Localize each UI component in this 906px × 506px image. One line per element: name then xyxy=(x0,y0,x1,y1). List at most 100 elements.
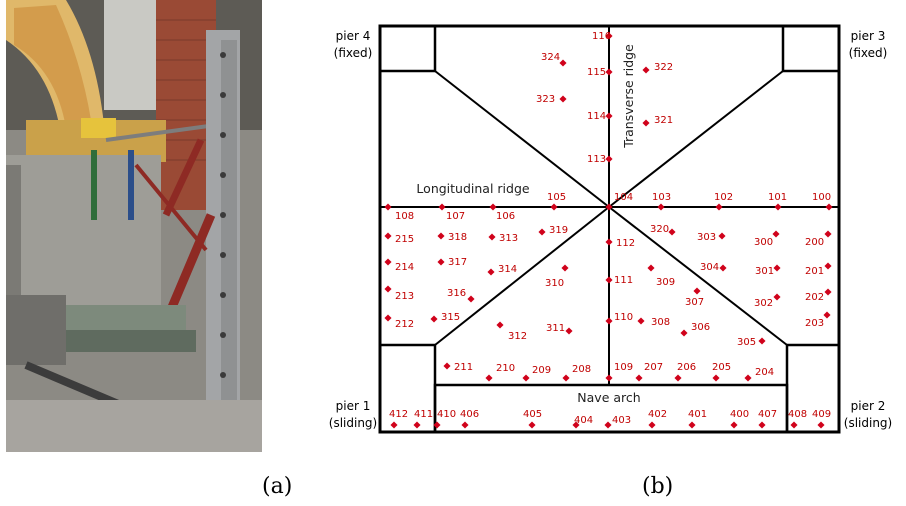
sensor-marker-412 xyxy=(390,421,398,429)
sensor-label-100: 100 xyxy=(812,192,831,203)
sensor-marker-405 xyxy=(528,421,536,429)
sensor-label-212: 212 xyxy=(395,319,414,330)
sensor-label-304: 304 xyxy=(700,262,719,273)
sensor-label-308: 308 xyxy=(651,317,670,328)
sensor-marker-104 xyxy=(605,203,613,211)
sensor-label-207: 207 xyxy=(644,362,663,373)
sensor-marker-306 xyxy=(680,329,688,337)
sensor-marker-107 xyxy=(438,203,446,211)
transverse-ridge-label: Transverse ridge xyxy=(621,44,636,149)
sensor-label-302: 302 xyxy=(754,298,773,309)
sensor-label-214: 214 xyxy=(395,262,414,273)
sensor-marker-115 xyxy=(605,68,613,76)
sensor-label-211: 211 xyxy=(454,362,473,373)
pier-4-box xyxy=(378,24,437,73)
sensor-label-213: 213 xyxy=(395,291,414,302)
sensor-label-113: 113 xyxy=(587,154,606,165)
sensor-label-409: 409 xyxy=(812,409,831,420)
sensor-marker-114 xyxy=(605,112,613,120)
sensor-label-108: 108 xyxy=(395,211,414,222)
sensor-label-306: 306 xyxy=(691,322,710,333)
sensor-label-109: 109 xyxy=(614,362,633,373)
sensor-label-103: 103 xyxy=(652,192,671,203)
sensor-marker-100 xyxy=(825,203,833,211)
sensor-label-323: 323 xyxy=(536,94,555,105)
sensor-marker-400 xyxy=(730,421,738,429)
sensor-label-300: 300 xyxy=(754,237,773,248)
sensor-marker-308 xyxy=(637,317,645,325)
sensor-marker-113 xyxy=(605,155,613,163)
pier-3-condition: (fixed) xyxy=(849,46,888,60)
sensor-marker-403 xyxy=(604,421,612,429)
sensor-label-318: 318 xyxy=(448,232,467,243)
sensor-marker-112 xyxy=(605,238,613,246)
sensor-label-405: 405 xyxy=(523,409,542,420)
sensor-marker-313 xyxy=(488,233,496,241)
sensor-label-201: 201 xyxy=(805,266,824,277)
diagonal-rib-ne xyxy=(608,70,784,208)
sensor-label-316: 316 xyxy=(447,288,466,299)
sensor-marker-201 xyxy=(824,262,832,270)
pier-1-label: pier 1 xyxy=(336,399,371,413)
sensor-label-313: 313 xyxy=(499,233,518,244)
sensor-marker-324 xyxy=(559,59,567,67)
sensor-label-208: 208 xyxy=(572,364,591,375)
sensor-marker-302 xyxy=(773,293,781,301)
sensor-label-303: 303 xyxy=(697,232,716,243)
sensor-marker-311 xyxy=(565,327,573,335)
pier-4-label: pier 4 xyxy=(336,29,371,43)
sensor-marker-404 xyxy=(572,421,580,429)
sensor-label-403: 403 xyxy=(612,415,631,426)
sensor-marker-213 xyxy=(384,285,392,293)
sensor-label-104: 104 xyxy=(614,192,633,203)
sensor-marker-315 xyxy=(430,315,438,323)
pier-3-box xyxy=(781,24,841,73)
sensor-marker-110 xyxy=(605,317,613,325)
sensor-marker-323 xyxy=(559,95,567,103)
sensor-marker-109 xyxy=(605,374,613,382)
sensor-marker-320 xyxy=(668,228,676,236)
pier-3-label: pier 3 xyxy=(851,29,886,43)
sensor-marker-309 xyxy=(647,264,655,272)
sensor-marker-209 xyxy=(522,374,530,382)
sensor-label-410: 410 xyxy=(437,409,456,420)
sensor-label-107: 107 xyxy=(446,211,465,222)
sensor-marker-318 xyxy=(437,232,445,240)
sensor-label-404: 404 xyxy=(574,415,593,426)
caption-b: (b) xyxy=(642,474,674,499)
sensor-label-311: 311 xyxy=(546,323,565,334)
sensor-label-312: 312 xyxy=(508,331,527,342)
sensor-label-307: 307 xyxy=(685,297,704,308)
sensor-marker-105 xyxy=(550,203,558,211)
sensor-marker-203 xyxy=(823,311,831,319)
sensor-label-314: 314 xyxy=(498,264,517,275)
sensor-label-200: 200 xyxy=(805,237,824,248)
sensor-marker-205 xyxy=(712,374,720,382)
sensor-label-209: 209 xyxy=(532,365,551,376)
sensor-marker-322 xyxy=(642,66,650,74)
pier-1-condition: (sliding) xyxy=(329,416,377,430)
sensor-marker-103 xyxy=(657,203,665,211)
sensor-label-206: 206 xyxy=(677,362,696,373)
sensor-label-102: 102 xyxy=(714,192,733,203)
sensor-label-315: 315 xyxy=(441,312,460,323)
sensor-marker-204 xyxy=(744,374,752,382)
sensor-label-320: 320 xyxy=(650,224,669,235)
sensor-label-204: 204 xyxy=(755,367,774,378)
sensor-label-301: 301 xyxy=(755,266,774,277)
sensor-label-106: 106 xyxy=(496,211,515,222)
sensor-label-322: 322 xyxy=(654,62,673,73)
sensor-label-309: 309 xyxy=(656,277,675,288)
sensor-label-203: 203 xyxy=(805,318,824,329)
sensor-marker-321 xyxy=(642,119,650,127)
sensor-marker-301 xyxy=(773,264,781,272)
sensor-points: 1161151141133243223233211041051061071081… xyxy=(384,31,833,429)
sensor-marker-208 xyxy=(562,374,570,382)
sensor-marker-410 xyxy=(433,421,441,429)
sensor-label-112: 112 xyxy=(616,238,635,249)
sensor-marker-214 xyxy=(384,258,392,266)
sensor-marker-206 xyxy=(674,374,682,382)
sensor-label-210: 210 xyxy=(496,363,515,374)
sensor-label-202: 202 xyxy=(805,292,824,303)
